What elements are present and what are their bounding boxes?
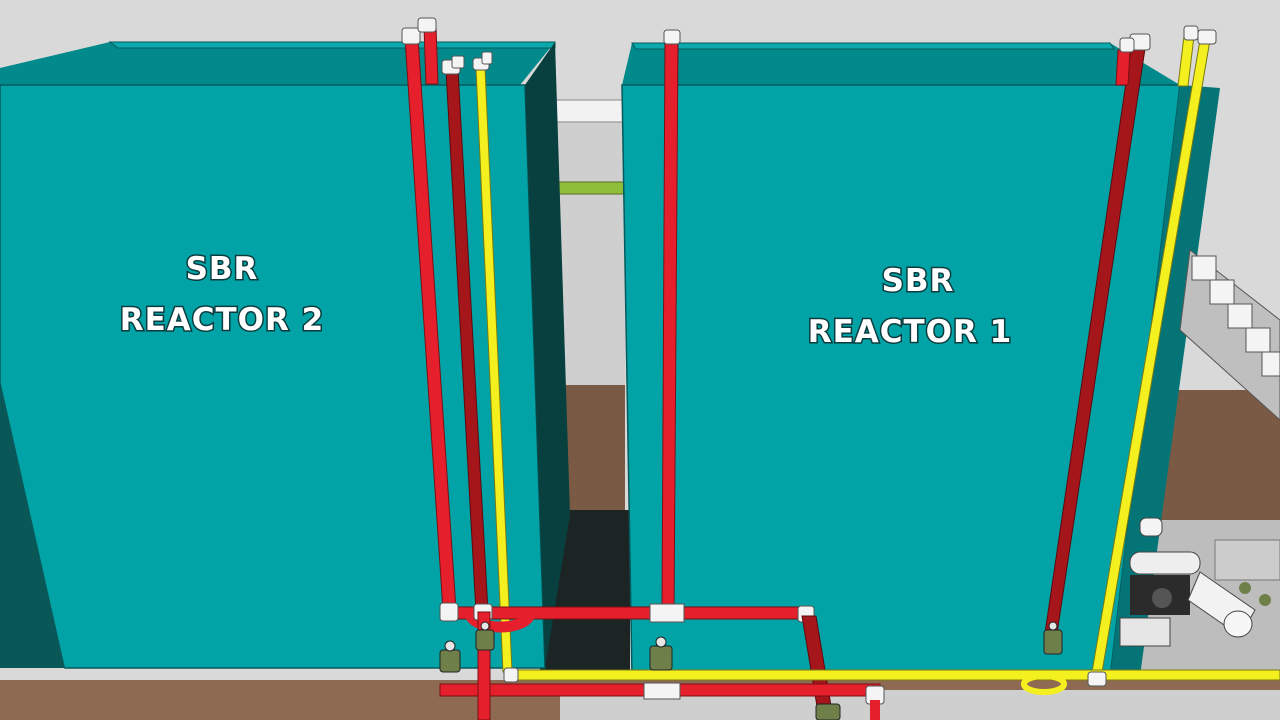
red-pipe-overhang-1 bbox=[423, 25, 439, 85]
red-downpipe-2 bbox=[870, 700, 880, 720]
tee-fitting bbox=[649, 603, 685, 623]
elbow-fitting bbox=[417, 17, 437, 33]
tank-2-label-line1: SBR bbox=[186, 251, 259, 287]
valve bbox=[1043, 621, 1063, 655]
tank-1-inner-back bbox=[622, 43, 1180, 85]
valve bbox=[439, 640, 461, 673]
tank-1-rim bbox=[631, 42, 1115, 50]
tank-2-front-face bbox=[0, 84, 546, 669]
tank-reactor-2: SBR REACTOR 2 bbox=[0, 41, 570, 669]
tank-2-label-line2: REACTOR 2 bbox=[120, 302, 325, 338]
back-wall-top bbox=[554, 99, 626, 123]
tank-1-side bbox=[1110, 85, 1220, 678]
back-wall bbox=[555, 100, 625, 390]
tank-1-label-line1: SBR bbox=[882, 263, 955, 299]
yellow-header bbox=[507, 669, 1280, 681]
valves bbox=[439, 621, 1063, 720]
red-header-upper bbox=[445, 606, 811, 620]
elbow-fitting bbox=[1119, 37, 1135, 53]
tank-1-front-face bbox=[621, 84, 1181, 679]
elbow-fitting bbox=[439, 602, 459, 622]
yellow-loop-fitting bbox=[1021, 673, 1067, 695]
elbow-fitting bbox=[401, 27, 421, 45]
red-pipe-bend bbox=[464, 610, 536, 633]
tank-2-side bbox=[525, 42, 570, 668]
elbow-fitting bbox=[503, 667, 519, 683]
valve bbox=[815, 703, 841, 720]
staircase bbox=[1179, 249, 1280, 421]
tank-reactor-1: SBR REACTOR 1 bbox=[621, 42, 1220, 679]
elbow-fitting bbox=[663, 29, 681, 45]
green-pipe bbox=[554, 181, 626, 195]
valve bbox=[649, 636, 673, 671]
elbow-fitting bbox=[1197, 29, 1217, 45]
tee-fitting bbox=[643, 682, 681, 700]
equipment-blowers bbox=[1119, 517, 1280, 647]
tank-2-rim bbox=[108, 41, 556, 49]
elbow-fitting bbox=[451, 55, 465, 69]
tank-1-label-line2: REACTOR 1 bbox=[808, 314, 1013, 350]
red-pipe-overhang-2 bbox=[1115, 49, 1131, 86]
elbow-fitting bbox=[1087, 671, 1107, 687]
elbow-fitting bbox=[481, 51, 493, 65]
tank-2-left-shadow bbox=[0, 380, 65, 668]
pipes-reactor-1 bbox=[661, 25, 1217, 679]
elbow-fitting bbox=[1183, 25, 1199, 41]
valve bbox=[475, 621, 495, 651]
